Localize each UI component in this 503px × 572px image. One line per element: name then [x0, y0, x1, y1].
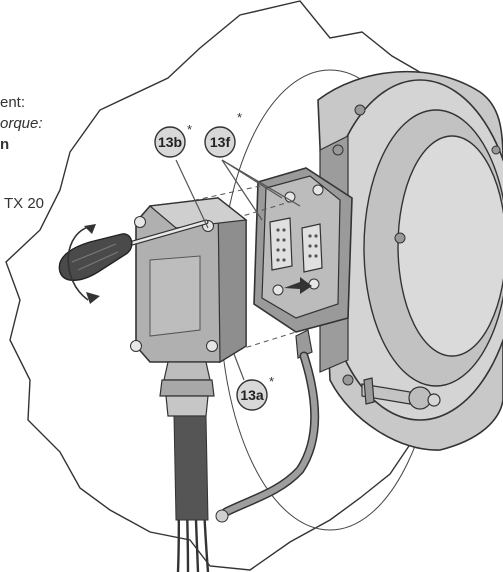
instruction-line-4: TX 20	[4, 195, 45, 212]
flange-bolt-icon	[491, 145, 501, 155]
flange-bolt-icon	[394, 232, 406, 244]
callout-13a: 13a *	[236, 374, 274, 411]
rotation-arrow-icon	[67, 225, 93, 301]
connector-hood	[130, 196, 248, 364]
instruction-line-3: n	[0, 136, 10, 153]
cable-gland	[159, 361, 215, 417]
screw-icon	[272, 284, 284, 296]
cable-jacket	[173, 415, 209, 521]
svg-text:13f: 13f	[210, 134, 231, 150]
motor-housing	[317, 70, 503, 451]
callout-13f: 13f *	[204, 110, 242, 158]
sub-d-connector-icon	[301, 223, 323, 273]
svg-text:*: *	[237, 110, 242, 125]
screw-icon	[308, 278, 320, 290]
connector-socket	[253, 167, 353, 333]
flange-bolt-icon	[354, 104, 366, 116]
svg-text:*: *	[269, 374, 274, 389]
callout-13b: 13b *	[154, 122, 192, 158]
screw-icon	[312, 184, 324, 196]
svg-text:*: *	[187, 122, 192, 137]
instruction-line-1: ent:	[0, 94, 26, 111]
instruction-line-2: orque:	[0, 115, 43, 132]
insert-direction-arrow-icon	[284, 277, 312, 294]
screw-icon	[134, 216, 146, 228]
screw-icon	[206, 340, 218, 352]
flange-bolt-icon	[342, 374, 354, 386]
svg-text:13b: 13b	[158, 134, 182, 150]
callout-leaders	[175, 159, 301, 381]
screw-icon	[130, 340, 142, 352]
bolt-with-washer	[361, 377, 441, 410]
flange-bolt-icon	[332, 144, 344, 156]
earth-strap	[215, 329, 320, 523]
screwdriver	[58, 219, 209, 304]
sub-d-connector-icon	[269, 217, 293, 271]
svg-text:13a: 13a	[240, 387, 264, 403]
